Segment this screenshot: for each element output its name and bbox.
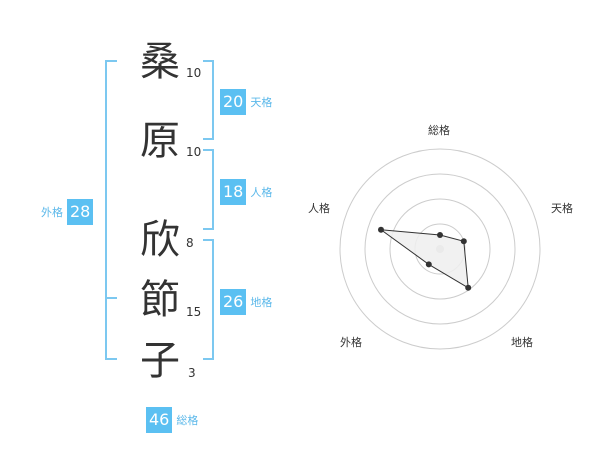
soukaku-value: 46 (146, 407, 173, 433)
jinkaku-label: 人格 (250, 185, 273, 199)
tenkaku-bracket (203, 60, 214, 140)
tenkaku-label: 天格 (250, 95, 273, 109)
radar-axis-label-chikaku: 地格 (511, 336, 533, 349)
stroke-count-1: 10 (186, 66, 202, 80)
stroke-count-3: 8 (186, 236, 194, 250)
soukaku-badge: 46 総格 (146, 407, 202, 433)
radar-point-1 (437, 232, 443, 238)
tenkaku-value: 20 (220, 89, 247, 115)
radar-axis-label-gaikaku: 外格 (340, 336, 362, 349)
gaikaku-value: 28 (67, 199, 94, 225)
jinkaku-badge: 18 人格 (220, 179, 276, 205)
name-char-2: 原 (140, 118, 180, 164)
radar-axis-label-jinkaku: 人格 (308, 202, 330, 215)
stroke-count-2: 10 (186, 145, 202, 159)
chikaku-value: 26 (220, 289, 247, 315)
name-char-1: 桑 (140, 39, 180, 85)
radar-axis-label-tenkaku: 天格 (551, 202, 573, 215)
jinkaku-bracket (203, 149, 214, 230)
radar-data-polygon (379, 229, 469, 289)
name-char-4: 節 (140, 277, 180, 323)
stroke-count-4: 15 (186, 305, 202, 319)
radar-point-5 (378, 226, 384, 233)
gaikaku-label: 外格 (41, 205, 63, 219)
radar-point-2 (460, 238, 467, 245)
gaikaku-badge: 外格 28 (37, 199, 94, 225)
gaikaku-bracket (105, 60, 117, 360)
tenkaku-badge: 20 天格 (220, 89, 276, 115)
radar-point-4 (425, 261, 432, 268)
chikaku-label: 地格 (250, 295, 273, 309)
radar-axis-label-soukaku: 総格 (428, 124, 450, 137)
chikaku-badge: 26 地格 (220, 289, 276, 315)
name-char-3: 欣 (140, 217, 180, 263)
jinkaku-value: 18 (220, 179, 247, 205)
radar-ring (389, 198, 491, 300)
name-char-5: 子 (140, 338, 180, 384)
soukaku-label: 総格 (176, 413, 199, 427)
radar-ring (364, 173, 516, 325)
chikaku-bracket (203, 239, 214, 360)
stroke-count-5: 3 (188, 366, 196, 380)
radar-point-3 (465, 284, 472, 291)
radar-ring (339, 148, 541, 350)
